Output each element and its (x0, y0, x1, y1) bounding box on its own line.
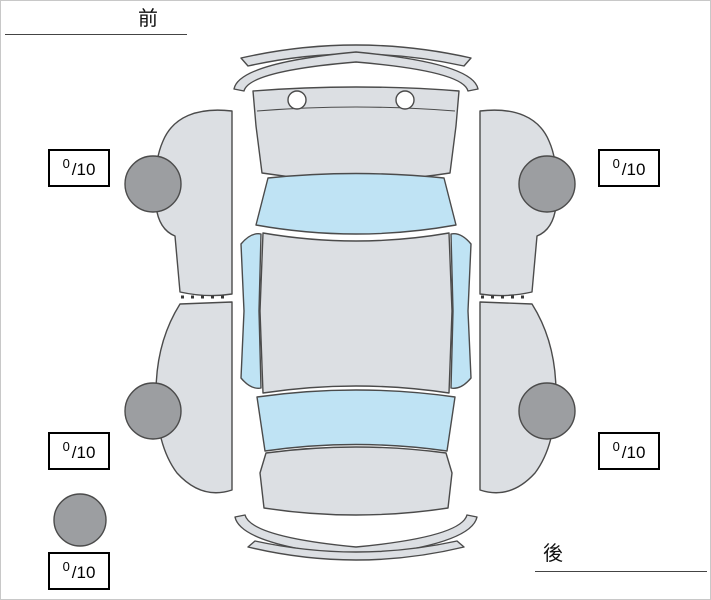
score-max: /10 (621, 443, 646, 462)
rear-right-tire (518, 382, 576, 440)
score-value: 0 (612, 438, 620, 454)
rear-underline (535, 571, 707, 572)
left-side-glass (240, 233, 262, 389)
rear-spoiler (247, 540, 465, 561)
hood-washer-right (395, 90, 415, 110)
front-right-tire (518, 155, 576, 213)
rear-label: 後 (543, 543, 563, 565)
hood-washer-left (287, 90, 307, 110)
score-rear-left: 0/10 (48, 432, 110, 470)
right-side-glass (450, 233, 472, 389)
front-label: 前 (138, 8, 158, 30)
front-left-tire (124, 155, 182, 213)
score-front-right: 0/10 (598, 149, 660, 187)
front-underline (5, 34, 187, 35)
hood-crease-line (256, 106, 456, 112)
score-value: 0 (62, 558, 70, 574)
roof-panel (259, 232, 453, 394)
windshield-glass (255, 172, 457, 235)
rear-window-glass (256, 389, 456, 452)
front-spoiler (240, 44, 472, 67)
front-bumper (233, 51, 479, 92)
score-max: /10 (71, 160, 96, 179)
score-max: /10 (71, 443, 96, 462)
score-value: 0 (62, 155, 70, 171)
trunk-panel (259, 446, 453, 516)
score-front-left: 0/10 (48, 149, 110, 187)
score-value: 0 (612, 155, 620, 171)
hood-panel (252, 86, 460, 182)
score-spare: 0/10 (48, 552, 110, 590)
score-max: /10 (621, 160, 646, 179)
score-value: 0 (62, 438, 70, 454)
rear-left-tire (124, 382, 182, 440)
score-rear-right: 0/10 (598, 432, 660, 470)
spare-tire (53, 493, 107, 547)
score-max: /10 (71, 563, 96, 582)
